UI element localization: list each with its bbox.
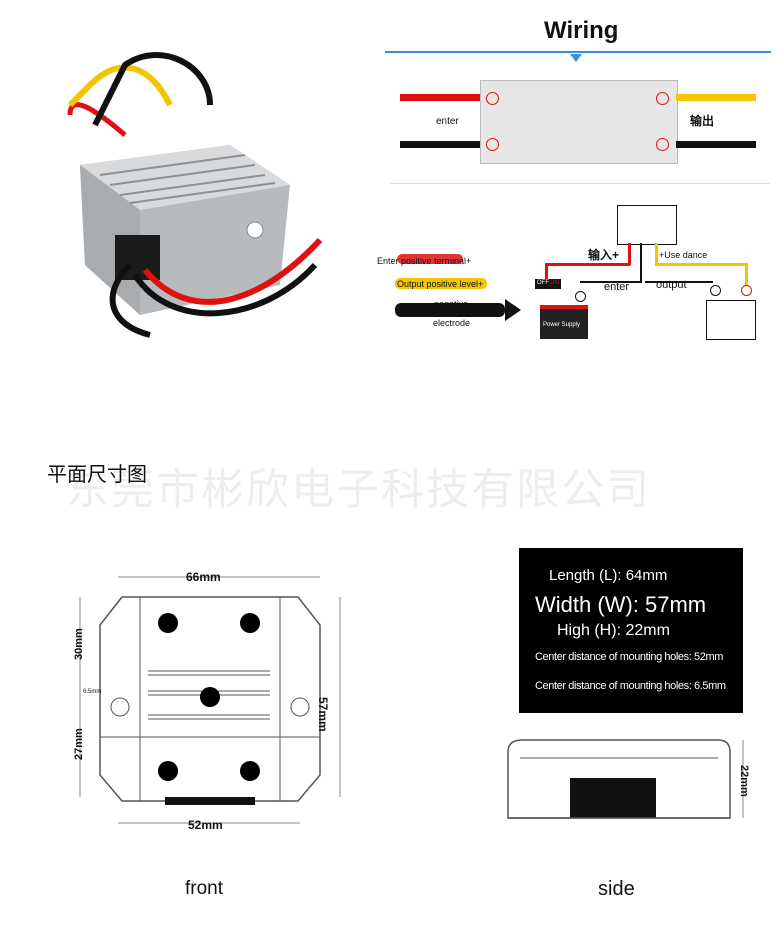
circuit-output-label: output	[656, 279, 687, 291]
black-input-wire	[400, 141, 480, 148]
spec-width: Width (W): 57mm	[535, 592, 707, 617]
enter-label: enter	[436, 116, 459, 127]
yellow-arrow-icon	[395, 278, 487, 289]
switch-on-label: ON	[550, 280, 559, 286]
front-hole-label: 6.5mm	[83, 689, 102, 695]
circuit-input-label: 输入+	[588, 248, 620, 262]
power-supply-label: Power Supply	[543, 322, 581, 328]
front-view-drawing	[79, 576, 341, 824]
terminal-2-icon	[486, 138, 499, 151]
spec-hole1: Center distance of mounting holes: 52mm	[535, 651, 724, 663]
yellow-output-wire	[676, 94, 756, 101]
circuit-black-wire-out	[645, 281, 713, 283]
side-height-label: 22mm	[738, 765, 750, 797]
red-arrow-icon	[397, 254, 463, 264]
battery-icon	[540, 305, 588, 339]
product-photo	[67, 52, 323, 338]
black-arrow-icon	[395, 303, 505, 317]
output-label-cn: 输出	[690, 114, 715, 128]
side-caption: side	[598, 878, 635, 900]
load-minus-terminal-icon	[710, 285, 721, 296]
negative-label: negative	[434, 299, 469, 309]
front-height-label: 57mm	[316, 697, 330, 732]
circuit-module-box	[617, 205, 677, 245]
load-box	[706, 300, 756, 340]
wiring-divider	[390, 183, 770, 184]
wiring-title-marker	[570, 54, 582, 62]
front-caption: front	[185, 878, 224, 899]
circuit-red-wire-left	[545, 263, 548, 289]
watermark: 东莞市彬欣电子科技有限公司	[66, 465, 651, 515]
spec-length: Length (L): 64mm	[549, 567, 668, 584]
front-bottom-width-label: 52mm	[188, 818, 223, 832]
load-plus-terminal-icon	[741, 285, 752, 296]
wiring-title-underline	[385, 51, 771, 53]
enter-positive-label: Enter positive terminal+	[377, 256, 472, 266]
circuit-yellow-wire-top	[655, 263, 747, 266]
circuit-black-wire-in	[580, 281, 640, 283]
red-input-wire	[400, 94, 480, 101]
switch-off-label: OFF	[537, 280, 549, 286]
output-positive-label: Output positive level+	[397, 279, 484, 289]
circuit-red-wire-top	[545, 263, 630, 266]
terminal-1-icon	[486, 92, 499, 105]
dimensions-heading: 平面尺寸图	[47, 462, 147, 486]
black-output-wire	[676, 141, 756, 148]
minus-terminal-icon	[575, 291, 586, 302]
terminal-3-icon	[656, 92, 669, 105]
circuit-enter-label: enter	[604, 281, 630, 293]
circuit-use-dance-label: +Use dance	[659, 250, 708, 260]
front-width-label: 66mm	[186, 570, 221, 584]
wiring-title: Wiring	[544, 17, 619, 44]
front-top-label: 30mm	[73, 628, 85, 660]
switch-icon	[535, 279, 561, 289]
circuit-red-wire-up	[628, 243, 631, 265]
converter-box	[480, 80, 678, 164]
specs-box	[519, 548, 743, 713]
circuit-yellow-wire-up	[655, 243, 658, 265]
side-view-drawing	[507, 739, 744, 819]
spec-high: High (H): 22mm	[557, 622, 670, 639]
circuit-black-wire-vertical	[640, 243, 642, 283]
spec-hole2: Center distance of mounting holes: 6.5mm	[535, 680, 726, 692]
front-bottom-label: 27mm	[73, 728, 85, 760]
circuit-yellow-wire-right	[745, 263, 748, 285]
black-arrow-head-icon	[505, 299, 521, 321]
terminal-4-icon	[656, 138, 669, 151]
electrode-label: electrode	[433, 318, 471, 328]
